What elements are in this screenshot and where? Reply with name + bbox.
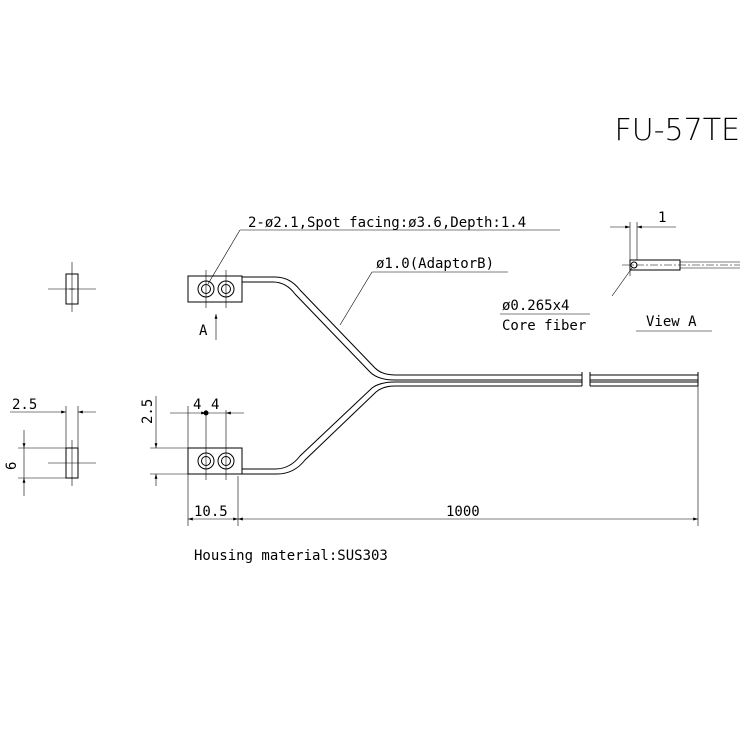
side-view-upper [48,262,96,312]
dim-head-thickness: 2.5 [140,399,156,424]
view-a-detail [500,222,740,315]
dim-pitch-a: 4 [193,397,201,413]
mount-hole-note: 2-ø2.1,Spot facing:ø3.6,Depth:1.4 [248,215,526,231]
core-fiber-label: Core fiber [502,318,586,334]
pitch-dim [170,406,244,448]
fiber-dia-note: ø1.0(AdaptorB) [376,256,494,272]
fiber-dia-leader [339,271,508,326]
length-dim [187,386,699,526]
material-note: Housing material:SUS303 [194,548,388,564]
model-title: FU-57TE [615,113,741,148]
head-thickness-dim [150,396,188,486]
lower-head [187,410,243,480]
dim-side-height: 6 [4,462,20,470]
side-view-lower [10,406,96,496]
upper-head [187,270,243,308]
combined-fiber [581,372,699,387]
view-arrow-label: A [199,323,208,339]
upper-fiber [242,276,582,381]
view-a-label: View A [646,314,697,330]
dim-head-length: 10.5 [194,504,228,520]
dim-cable-length: 1000 [446,504,480,520]
dim-pitch-b: 4 [211,397,219,413]
dim-side-width: 2.5 [12,397,37,413]
dim-tip: 1 [658,210,666,226]
lower-fiber [242,381,582,475]
mount-hole-leader [207,229,560,285]
core-dia-note: ø0.265x4 [502,298,569,314]
